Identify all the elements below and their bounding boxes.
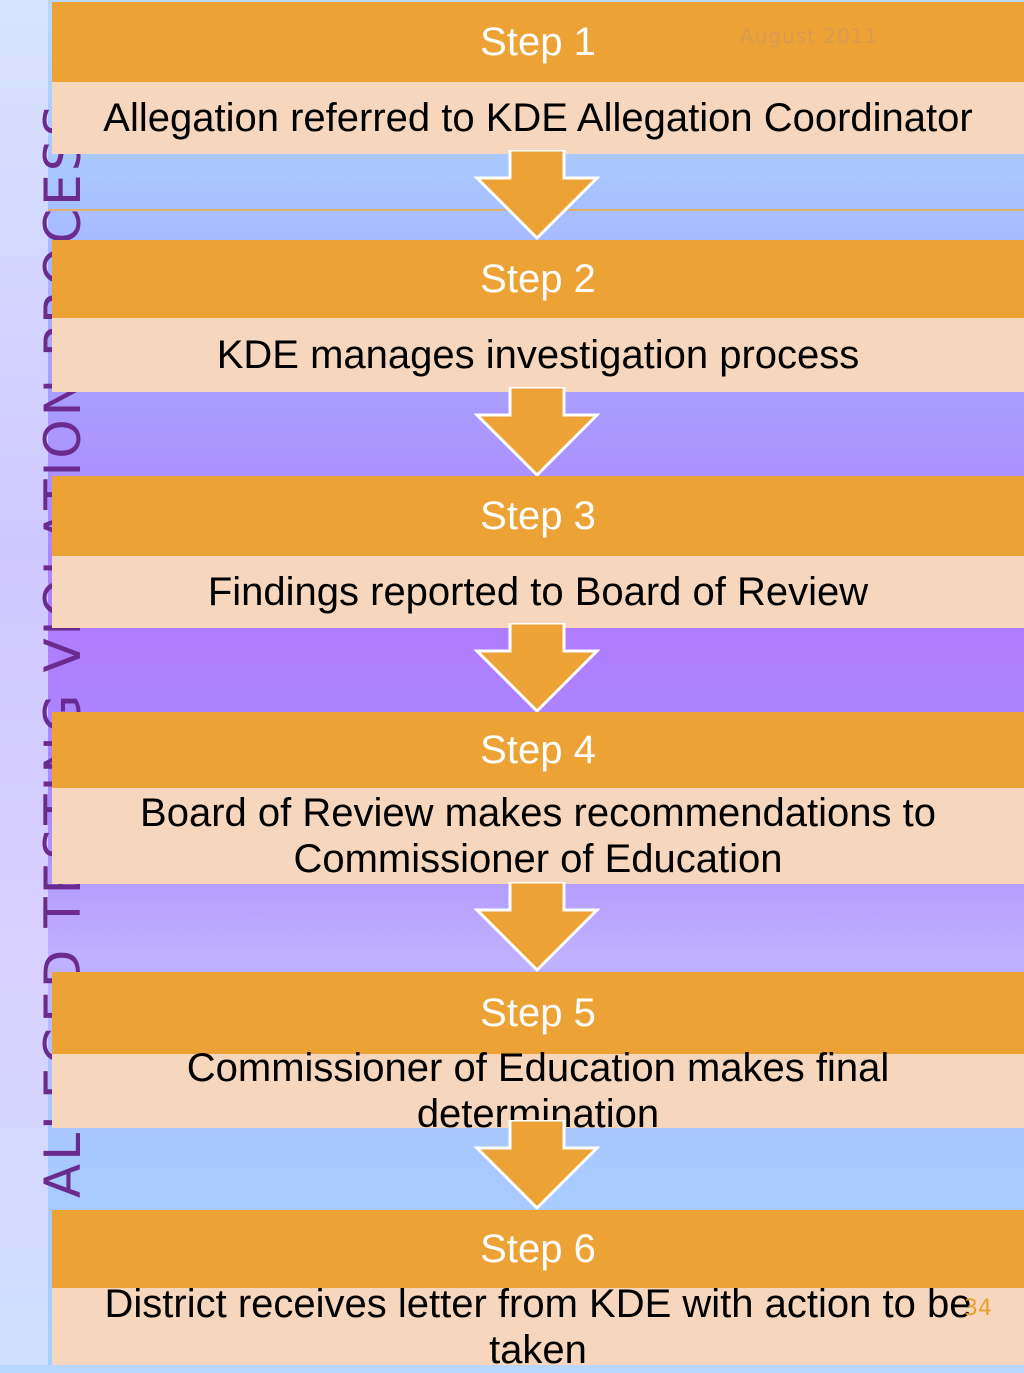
arrow-down-icon (473, 1120, 601, 1210)
step-1: Step 1 Allegation referred to KDE Allega… (52, 2, 1024, 154)
step-2-text: KDE manages investigation process (52, 318, 1024, 392)
arrow-down-icon (473, 882, 601, 972)
step-6-text: District receives letter from KDE with a… (52, 1282, 1024, 1372)
step-4: Step 4 Board of Review makes recommendat… (52, 712, 1024, 884)
arrow-down-icon (473, 150, 601, 240)
step-2: Step 2 KDE manages investigation process (52, 240, 1024, 392)
page-number: 34 (964, 1296, 992, 1321)
step-2-label: Step 2 (52, 240, 1024, 318)
side-strip (0, 0, 48, 1365)
step-5-text: Commissioner of Education makes final de… (52, 1046, 1024, 1136)
step-6-label: Step 6 (52, 1210, 1024, 1288)
step-1-label: Step 1 (52, 2, 1024, 82)
step-3: Step 3 Findings reported to Board of Rev… (52, 476, 1024, 628)
step-4-text: Board of Review makes recommendations to… (52, 788, 1024, 884)
step-5: Step 5 Commissioner of Education makes f… (52, 972, 1024, 1136)
step-3-label: Step 3 (52, 476, 1024, 556)
step-5-label: Step 5 (52, 972, 1024, 1054)
step-6: Step 6 District receives letter from KDE… (52, 1210, 1024, 1372)
step-4-label: Step 4 (52, 712, 1024, 788)
date-label: August 2011 (740, 24, 879, 48)
arrow-down-icon (473, 387, 601, 477)
step-1-text: Allegation referred to KDE Allegation Co… (52, 82, 1024, 154)
arrow-down-icon (473, 623, 601, 713)
step-3-text: Findings reported to Board of Review (52, 556, 1024, 628)
